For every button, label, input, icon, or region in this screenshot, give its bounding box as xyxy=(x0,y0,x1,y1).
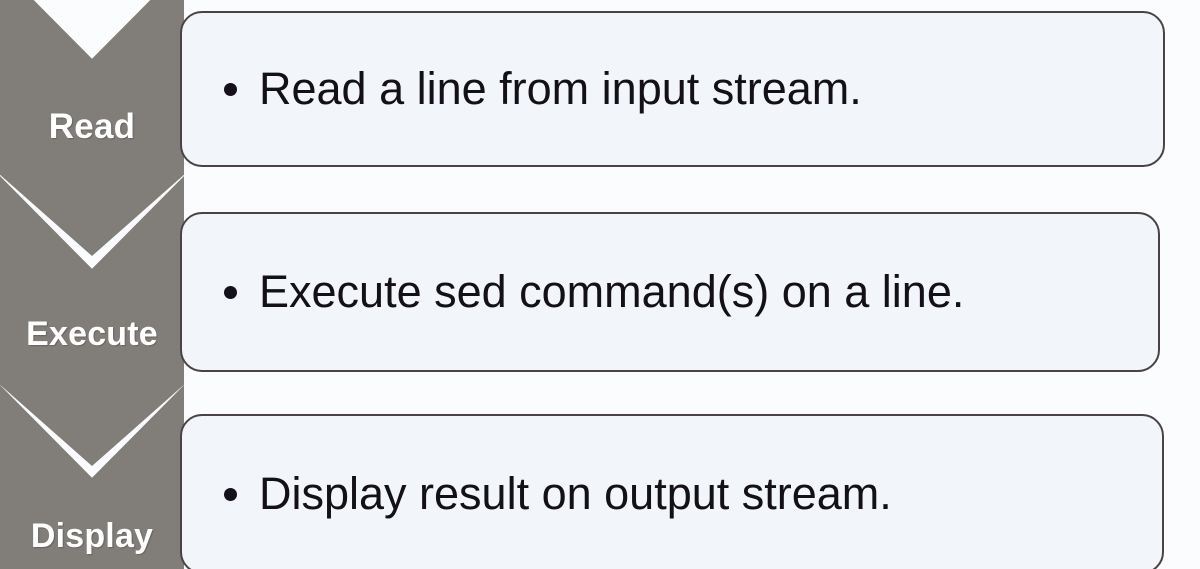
stage-chevron-display[interactable]: Display xyxy=(0,385,184,569)
callout-box-execute: Execute sed command(s) on a line. xyxy=(180,212,1160,372)
bullet-dot-icon xyxy=(224,285,237,299)
bullet-dot-icon xyxy=(224,487,237,501)
stage-chevron-execute-label: Execute xyxy=(26,315,158,353)
callout-box-display: Display result on output stream. xyxy=(180,414,1164,569)
callout-read-content: Read a line from input stream. xyxy=(182,63,862,115)
callout-read-text: Read a line from input stream. xyxy=(259,63,862,115)
stage-chevron-column: Read Execute Display xyxy=(0,0,184,569)
stage-chevron-read-label: Read xyxy=(48,107,136,146)
bullet-dot-icon xyxy=(224,82,237,96)
callout-display-text: Display result on output stream. xyxy=(259,468,892,520)
stage-chevron-display-label: Display xyxy=(30,517,154,555)
callout-box-read: Read a line from input stream. xyxy=(180,11,1165,167)
callout-display-content: Display result on output stream. xyxy=(182,468,892,520)
callout-execute-content: Execute sed command(s) on a line. xyxy=(182,266,965,318)
callout-execute-text: Execute sed command(s) on a line. xyxy=(259,266,965,318)
